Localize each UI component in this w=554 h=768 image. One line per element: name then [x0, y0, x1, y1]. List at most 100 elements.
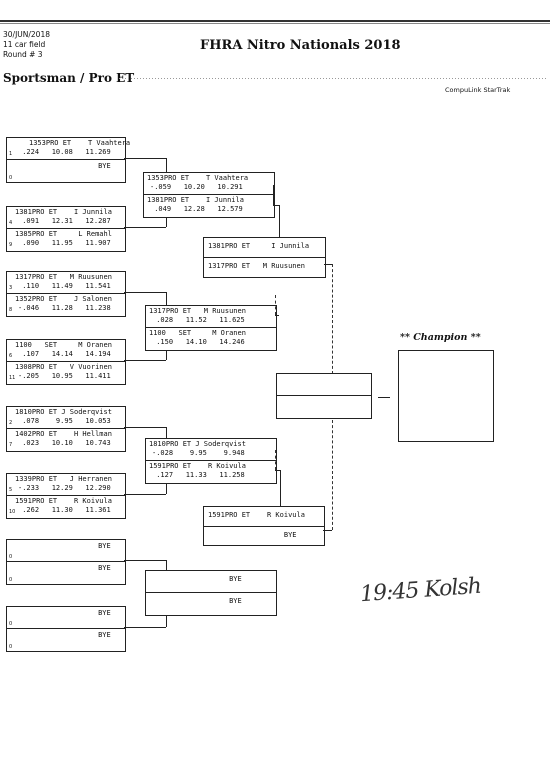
entry-line: 1352PRO ET J Salonen: [15, 295, 112, 303]
bracket-connector: [332, 420, 333, 530]
bracket-connector: [332, 264, 333, 374]
round2-match-4: BYE BYE: [145, 570, 277, 616]
lane-number: 0: [9, 554, 13, 560]
dotted-leader: [118, 77, 548, 81]
entry-line: 1810PRO ET J Soderqvist: [149, 440, 246, 448]
entry-line: BYE: [208, 531, 297, 539]
entry-line: BYE: [18, 609, 111, 617]
lane-number: 0: [9, 621, 13, 627]
entry-line: -.205 10.95 11.411: [18, 372, 111, 380]
entry-line: 1385PRO ET L Remahl: [15, 230, 112, 238]
entry-line: 1381PRO ET I Junnila: [147, 196, 244, 204]
round3-match-2: 1591PRO ET R Koivula BYE: [203, 506, 325, 546]
bracket-connector: [166, 292, 167, 305]
entry-line: 1402PRO ET H Hellman: [15, 430, 112, 438]
entry-line: .150 14.10 14.246: [152, 338, 245, 346]
entry-line: 1353PRO ET T Vaahtera: [29, 139, 131, 147]
entry-line: BYE: [18, 631, 111, 639]
software-credit: CompuLink StarTrak: [445, 86, 511, 94]
class-title: Sportsman / Pro ET: [3, 71, 135, 85]
round2-match-2: 1317PRO ET M Ruusunen .028 11.52 11.625 …: [145, 305, 277, 351]
bracket-connector: [124, 627, 166, 628]
entry-line: .262 11.30 11.361: [18, 506, 111, 514]
bracket-connector: [275, 315, 279, 316]
round1-match-5: 1810PRO ET J Soderqvist .078 9.95 10.053…: [6, 406, 126, 452]
entry-line: 1591PRO ET R Koivula: [15, 497, 112, 505]
bracket-connector: [323, 530, 332, 531]
bracket-connector: [324, 264, 332, 265]
entry-line: 1339PRO ET J Herranen: [15, 475, 112, 483]
bracket-connector: [166, 217, 167, 227]
entry-line: 1317PRO ET M Ruusunen: [15, 273, 112, 281]
entry-line: 1381PRO ET I Junnila: [15, 208, 112, 216]
top-rule-secondary: [0, 23, 550, 24]
bracket-connector: [124, 292, 166, 293]
entry-line: BYE: [149, 575, 242, 583]
bracket-connector: [166, 484, 167, 494]
top-rule: [0, 20, 550, 22]
bracket-connector: [378, 397, 390, 398]
round1-match-6: 1339PRO ET J Herranen -.233 12.29 12.290…: [6, 473, 126, 519]
entry-line: 1810PRO ET J Soderqvist: [15, 408, 112, 416]
entry-line: 1381PRO ET I Junnila: [208, 242, 310, 250]
entry-line: -.028 9.95 9.948: [152, 449, 245, 457]
header-field: 11 car field: [3, 40, 46, 49]
bracket-connector: [124, 158, 166, 159]
entry-line: -.046 11.28 11.238: [18, 304, 111, 312]
lane-number: 2: [9, 420, 13, 426]
lane-number: 11: [9, 375, 16, 381]
entry-line: -.233 12.29 12.290: [18, 484, 111, 492]
champion-box: [398, 350, 494, 442]
bracket-connector: [280, 470, 281, 508]
entry-line: .110 11.49 11.541: [18, 282, 111, 290]
round3-match-1: 1381PRO ET I Junnila 1317PRO ET M Ruusun…: [203, 237, 326, 278]
round1-match-2: 1381PRO ET I Junnila .091 12.31 12.287 4…: [6, 206, 126, 252]
entry-line: 1353PRO ET T Vaahtera: [147, 174, 249, 182]
entry-line: BYE: [18, 162, 111, 170]
bracket-connector: [275, 470, 280, 471]
bracket-connector: [166, 427, 167, 439]
lane-number: 6: [9, 353, 13, 359]
lane-number: 0: [9, 175, 13, 181]
event-title: FHRA Nitro Nationals 2018: [200, 38, 401, 53]
round1-match-1: 1353PRO ET T Vaahtera .224 10.08 11.269 …: [6, 137, 130, 183]
entry-line: 1317PRO ET M Ruusunen: [208, 262, 305, 270]
entry-line: .090 11.95 11.907: [18, 239, 111, 247]
bracket-connector: [166, 158, 167, 172]
champion-label: ** Champion **: [400, 332, 481, 343]
bracket-connector: [124, 227, 166, 228]
entry-line: .091 12.31 12.287: [18, 217, 111, 225]
entry-line: .107 14.14 14.194: [18, 350, 111, 358]
entry-line: .023 10.10 10.743: [18, 439, 111, 447]
lane-number: 3: [9, 285, 13, 291]
bracket-connector: [166, 560, 167, 570]
round1-match-7: BYE 0 BYE 0: [6, 539, 126, 585]
entry-line: 1308PRO ET V Vuorinen: [15, 363, 112, 371]
entry-line: 1591PRO ET R Koivula: [149, 462, 246, 470]
lane-number: 4: [9, 220, 13, 226]
round1-match-3: 1317PRO ET M Ruusunen .110 11.49 11.541 …: [6, 271, 126, 317]
lane-number: 0: [9, 577, 13, 583]
lane-number: 0: [9, 644, 13, 650]
entry-line: 1591PRO ET R Koivula: [208, 511, 305, 519]
entry-line: -.059 10.20 10.291: [150, 183, 243, 191]
bracket-connector: [273, 185, 274, 205]
entry-line: .127 11.33 11.258: [152, 471, 245, 479]
entry-line: BYE: [18, 564, 111, 572]
bracket-connector: [275, 450, 276, 470]
entry-line: BYE: [149, 597, 242, 605]
bracket-connector: [166, 615, 167, 627]
bracket-connector: [124, 560, 166, 561]
bracket-connector: [124, 494, 166, 495]
entry-line: .224 10.08 11.269: [18, 148, 111, 156]
lane-number: 7: [9, 442, 13, 448]
bracket-connector: [273, 205, 279, 206]
bracket-connector: [279, 205, 280, 241]
round1-match-4: 1100 SET M Oranen .107 14.14 14.194 6 13…: [6, 339, 126, 385]
lane-number: 5: [9, 487, 13, 493]
handwritten-signature: 19:45 Kolsh: [359, 573, 482, 608]
entry-line: 1100 SET M Oranen: [149, 329, 246, 337]
lane-number: 9: [9, 242, 13, 248]
bracket-connector: [124, 427, 166, 428]
bracket-connector: [124, 360, 166, 361]
